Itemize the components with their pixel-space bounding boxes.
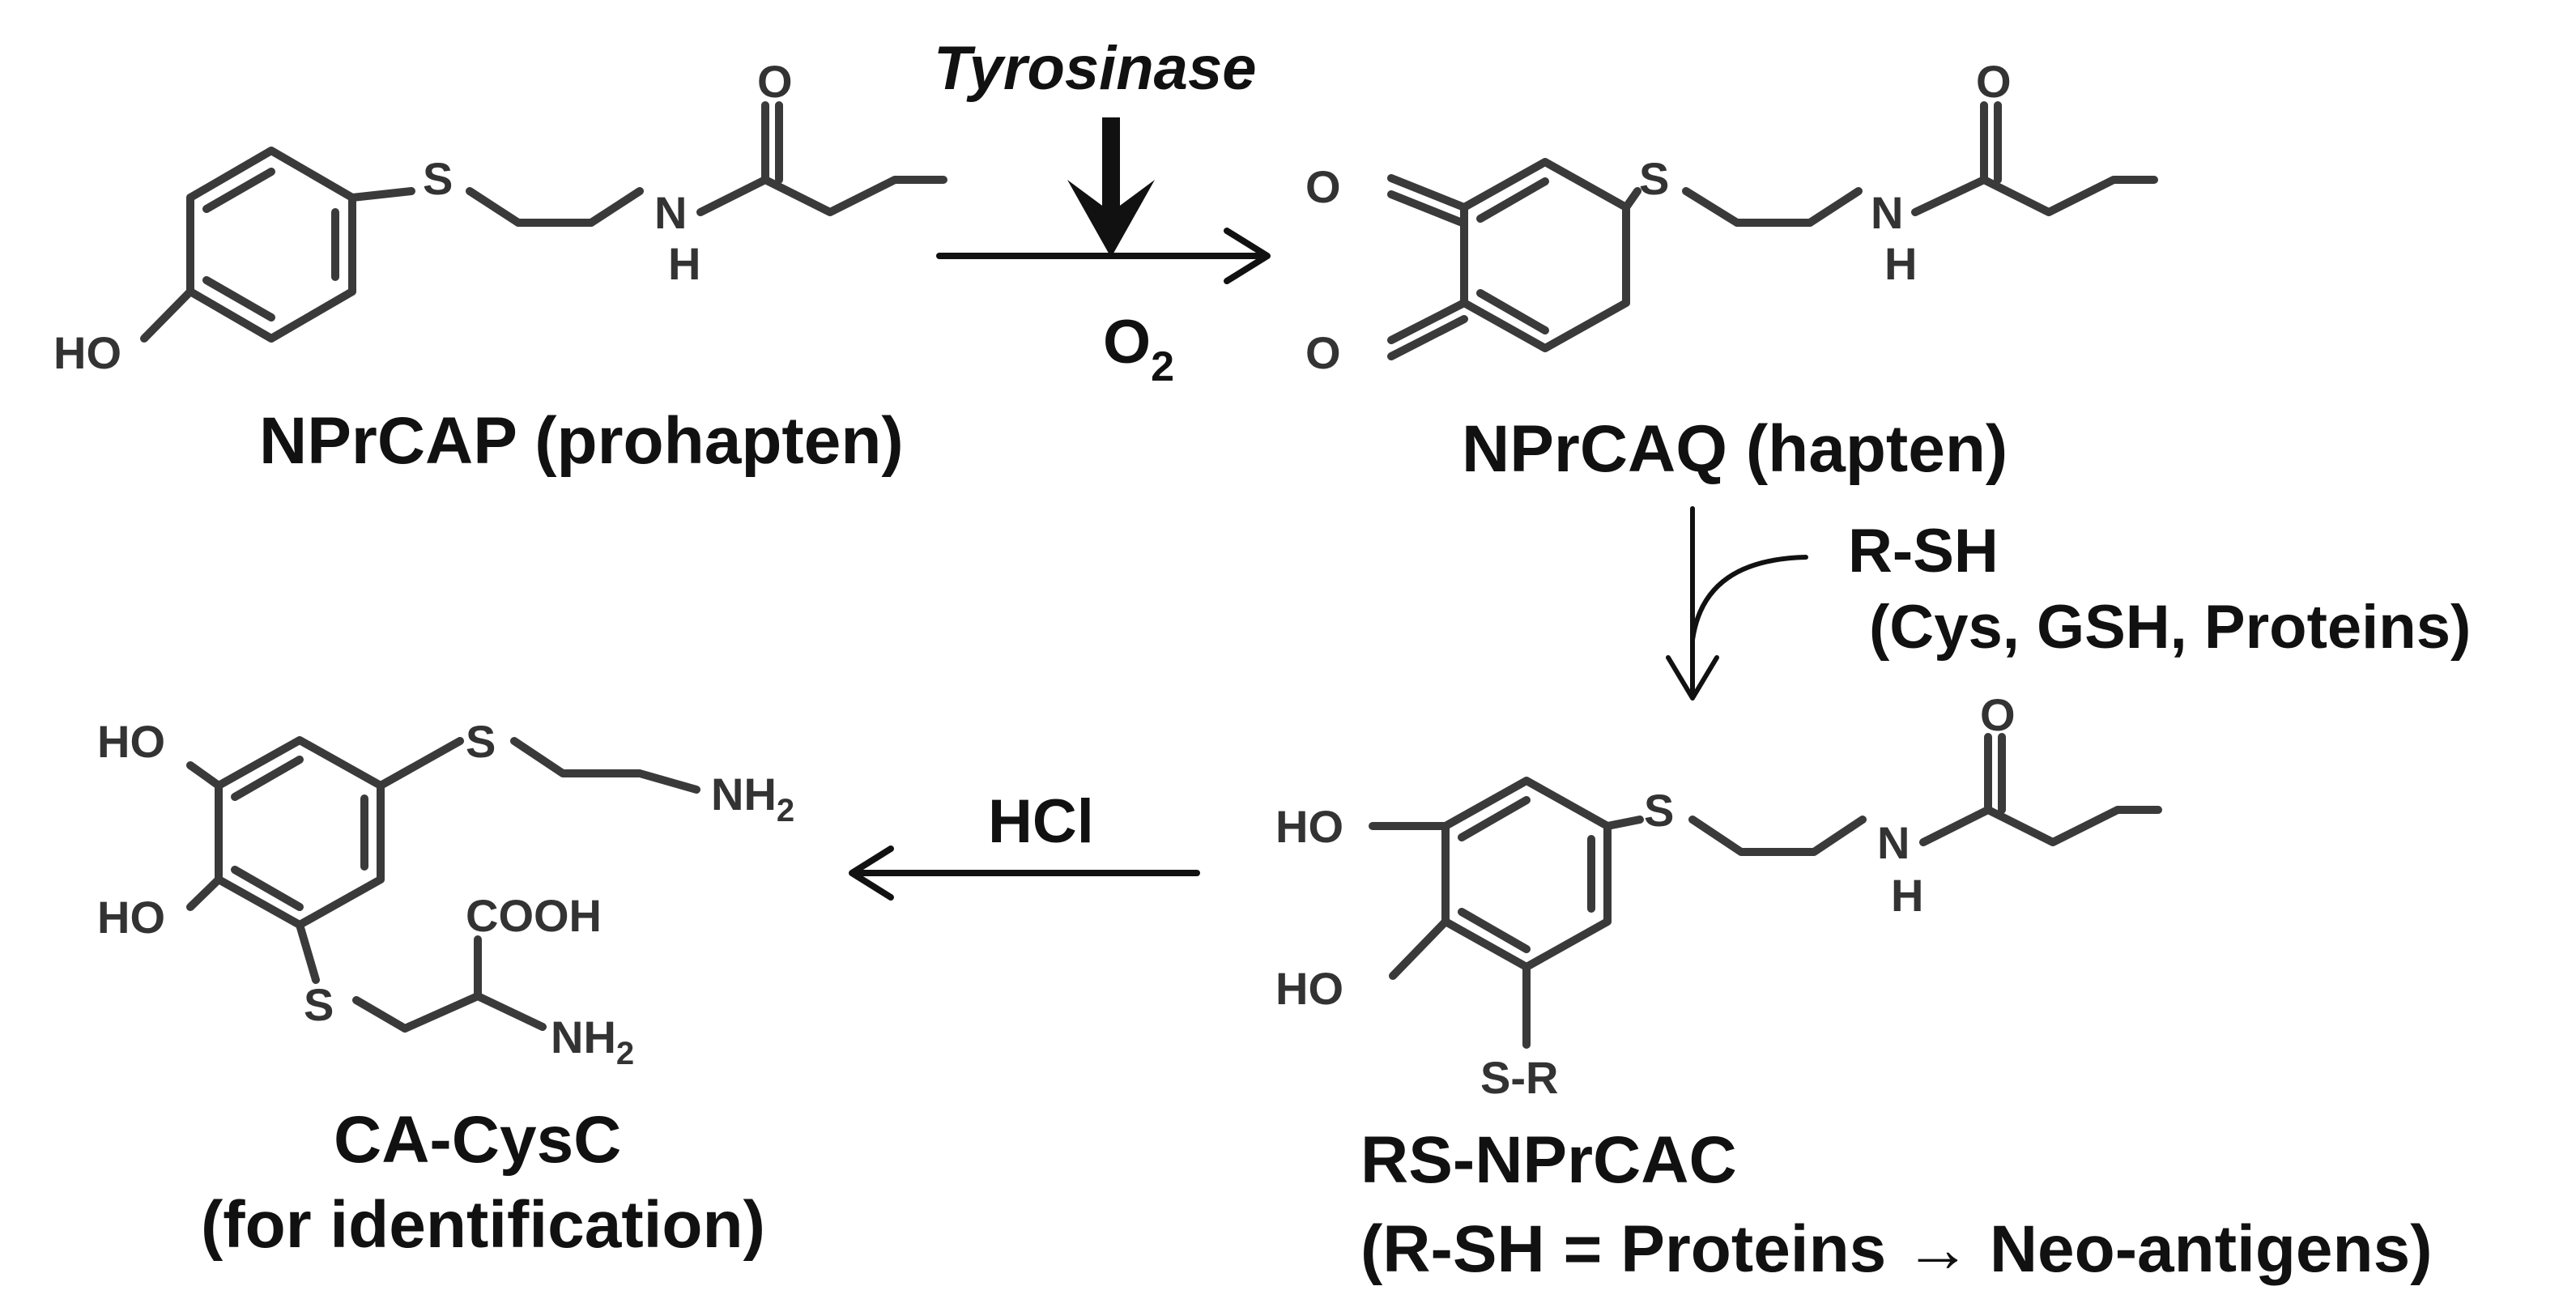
ca-cysc-note: (for identification) — [201, 1188, 765, 1262]
nprcap-name: NPrCAP (prohapten) — [259, 404, 904, 478]
ca-cysc-amine-label: NH2 — [711, 769, 794, 828]
ca-cysc-carboxyl-label: COOH — [466, 890, 602, 941]
rs-nprcac-nitrogen-label: N — [1877, 817, 1910, 868]
nprcaq-sulfur-label: S — [1639, 153, 1669, 204]
nprcap-structure: HO S N H O NPrCAP (prohapten) — [53, 56, 947, 478]
ca-cysc-name: CA-CysC — [334, 1103, 621, 1177]
rs-nprcac-sulfur-label: S — [1644, 785, 1674, 836]
rsh-reagent-label: R-SH — [1848, 517, 1999, 586]
nprcaq-nh-hydrogen-label: H — [1884, 238, 1917, 289]
rs-nprcac-name: RS-NPrCAC — [1360, 1123, 1737, 1197]
ca-cysc-alpha-amine-label: NH2 — [551, 1011, 634, 1071]
ca-cysc-structure: HO HO S NH2 S COOH NH2 CA-CysC (for iden… — [97, 716, 794, 1262]
rs-nprcac-hydroxyl-top-label: HO — [1275, 801, 1343, 852]
nprcap-sulfur-label: S — [423, 153, 453, 204]
nprcap-nitrogen-label: N — [654, 187, 687, 238]
rs-nprcac-structure: HO HO S-R S N H O RS-NPrCAC (R-SH = Prot… — [1275, 689, 2433, 1286]
rsh-examples-label: (Cys, GSH, Proteins) — [1869, 593, 2471, 662]
ca-cysc-sulfur-bottom-label: S — [304, 979, 334, 1030]
nprcaq-quinone-oxygen-top-label: O — [1305, 161, 1341, 212]
rs-nprcac-nh-hydrogen-label: H — [1891, 870, 1923, 921]
tyrosinase-arrowhead — [1067, 180, 1155, 258]
oxidation-step: Tyrosinase O2 — [934, 34, 1271, 390]
thiol-addition-step: R-SH (Cys, GSH, Proteins) — [1666, 506, 2471, 701]
nprcaq-quinone-oxygen-bottom-label: O — [1305, 327, 1341, 378]
rs-nprcac-hydroxyl-bottom-label: HO — [1275, 963, 1343, 1014]
nprcaq-name: NPrCAQ (hapten) — [1462, 412, 2008, 486]
nprcaq-carbonyl-oxygen-label: O — [1976, 56, 2012, 107]
ca-cysc-hydroxyl-bottom-label: HO — [97, 892, 165, 943]
hydrolysis-step: HCl — [849, 787, 1200, 901]
ca-cysc-sulfur-top-label: S — [466, 716, 496, 767]
tyrosinase-label: Tyrosinase — [934, 34, 1256, 103]
nprcaq-nitrogen-label: N — [1871, 187, 1903, 238]
o2-label: O2 — [1103, 308, 1174, 390]
rs-nprcac-carbonyl-oxygen-label: O — [1980, 689, 2016, 740]
hcl-label: HCl — [988, 787, 1094, 856]
nprcap-hydroxyl-label: HO — [53, 327, 121, 378]
rs-nprcac-sr-label: S-R — [1480, 1052, 1558, 1103]
nprcap-carbonyl-oxygen-label: O — [757, 56, 793, 107]
nprcaq-structure: O O S N H O NPrCAQ (hapten) — [1305, 56, 2158, 486]
rs-nprcac-note: (R-SH = Proteins → Neo-antigens) — [1360, 1212, 2433, 1286]
nprcap-nh-hydrogen-label: H — [668, 238, 700, 289]
ca-cysc-hydroxyl-top-label: HO — [97, 716, 165, 767]
